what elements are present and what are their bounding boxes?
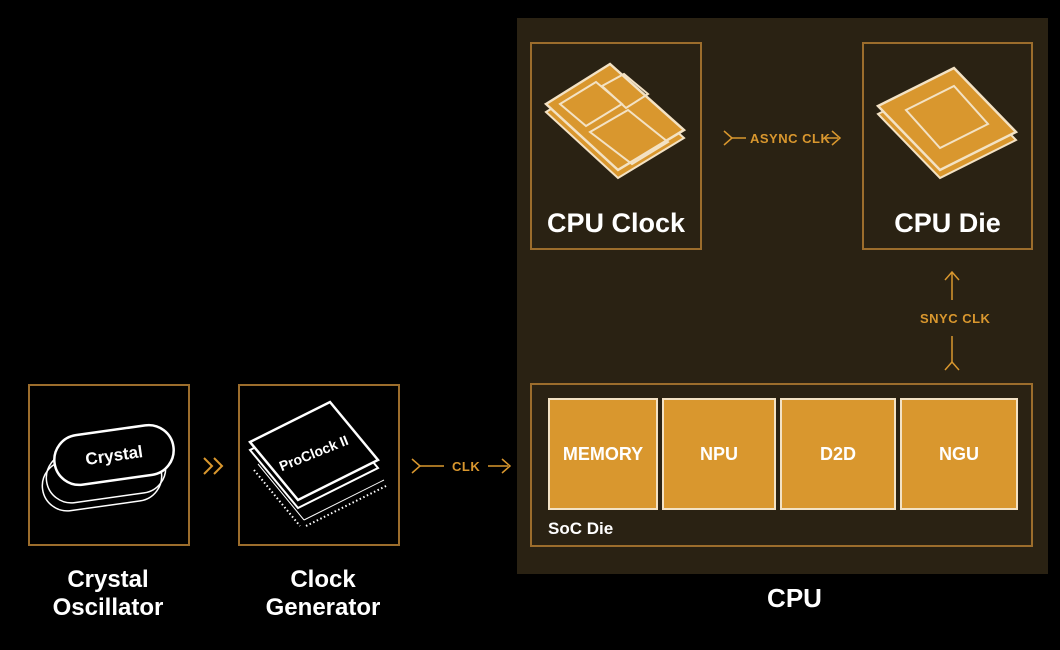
crystal-icon: Crystal xyxy=(41,423,175,512)
crystal-oscillator-label-line2: Oscillator xyxy=(52,593,164,621)
soc-block-d2d-label: D2D xyxy=(819,443,856,464)
async-clk-arrow xyxy=(723,130,842,146)
async-clk-label: ASYNC CLK xyxy=(750,131,831,146)
sync-clk-label: SNYC CLK xyxy=(920,311,991,326)
crystal-oscillator-label: Crystal Oscillator xyxy=(18,566,198,621)
cpu-die-label: CPU Die xyxy=(894,208,1001,238)
cpu-clock-box xyxy=(530,42,702,250)
soc-block-npu: NPU xyxy=(662,398,776,510)
double-chevron-icon xyxy=(203,457,224,475)
cpu-label: CPU xyxy=(767,583,822,613)
soc-die-label: SoC Die xyxy=(548,519,614,538)
clock-generator-label: Clock Generator xyxy=(228,566,418,621)
soc-block-memory-label: MEMORY xyxy=(562,443,644,464)
clock-generator-box xyxy=(238,384,400,546)
crystal-oscillator-label-line1: Crystal xyxy=(67,566,149,593)
clk-label: CLK xyxy=(452,459,481,474)
cpu-die-chip-icon xyxy=(875,66,1019,180)
cpu-die-box xyxy=(862,42,1033,250)
soc-block-ngu-label: NGU xyxy=(939,443,979,464)
crystal-oscillator-box xyxy=(28,384,190,546)
soc-block-memory: MEMORY xyxy=(548,398,658,510)
soc-block-ngu: NGU xyxy=(900,398,1018,510)
sync-clk-arrow xyxy=(944,270,960,371)
soc-block-d2d: D2D xyxy=(780,398,896,510)
clk-arrow xyxy=(411,458,512,474)
cpu-clock-label: CPU Clock xyxy=(546,208,686,238)
soc-block-npu-label: NPU xyxy=(699,443,738,464)
clock-generator-label-line1: Clock xyxy=(290,566,356,593)
processor-chip-icon: ProClock II xyxy=(248,400,389,527)
cpu-clock-chip-icon xyxy=(543,62,687,180)
soc-die-box xyxy=(530,383,1033,547)
clock-generator-label-line2: Generator xyxy=(265,593,381,621)
